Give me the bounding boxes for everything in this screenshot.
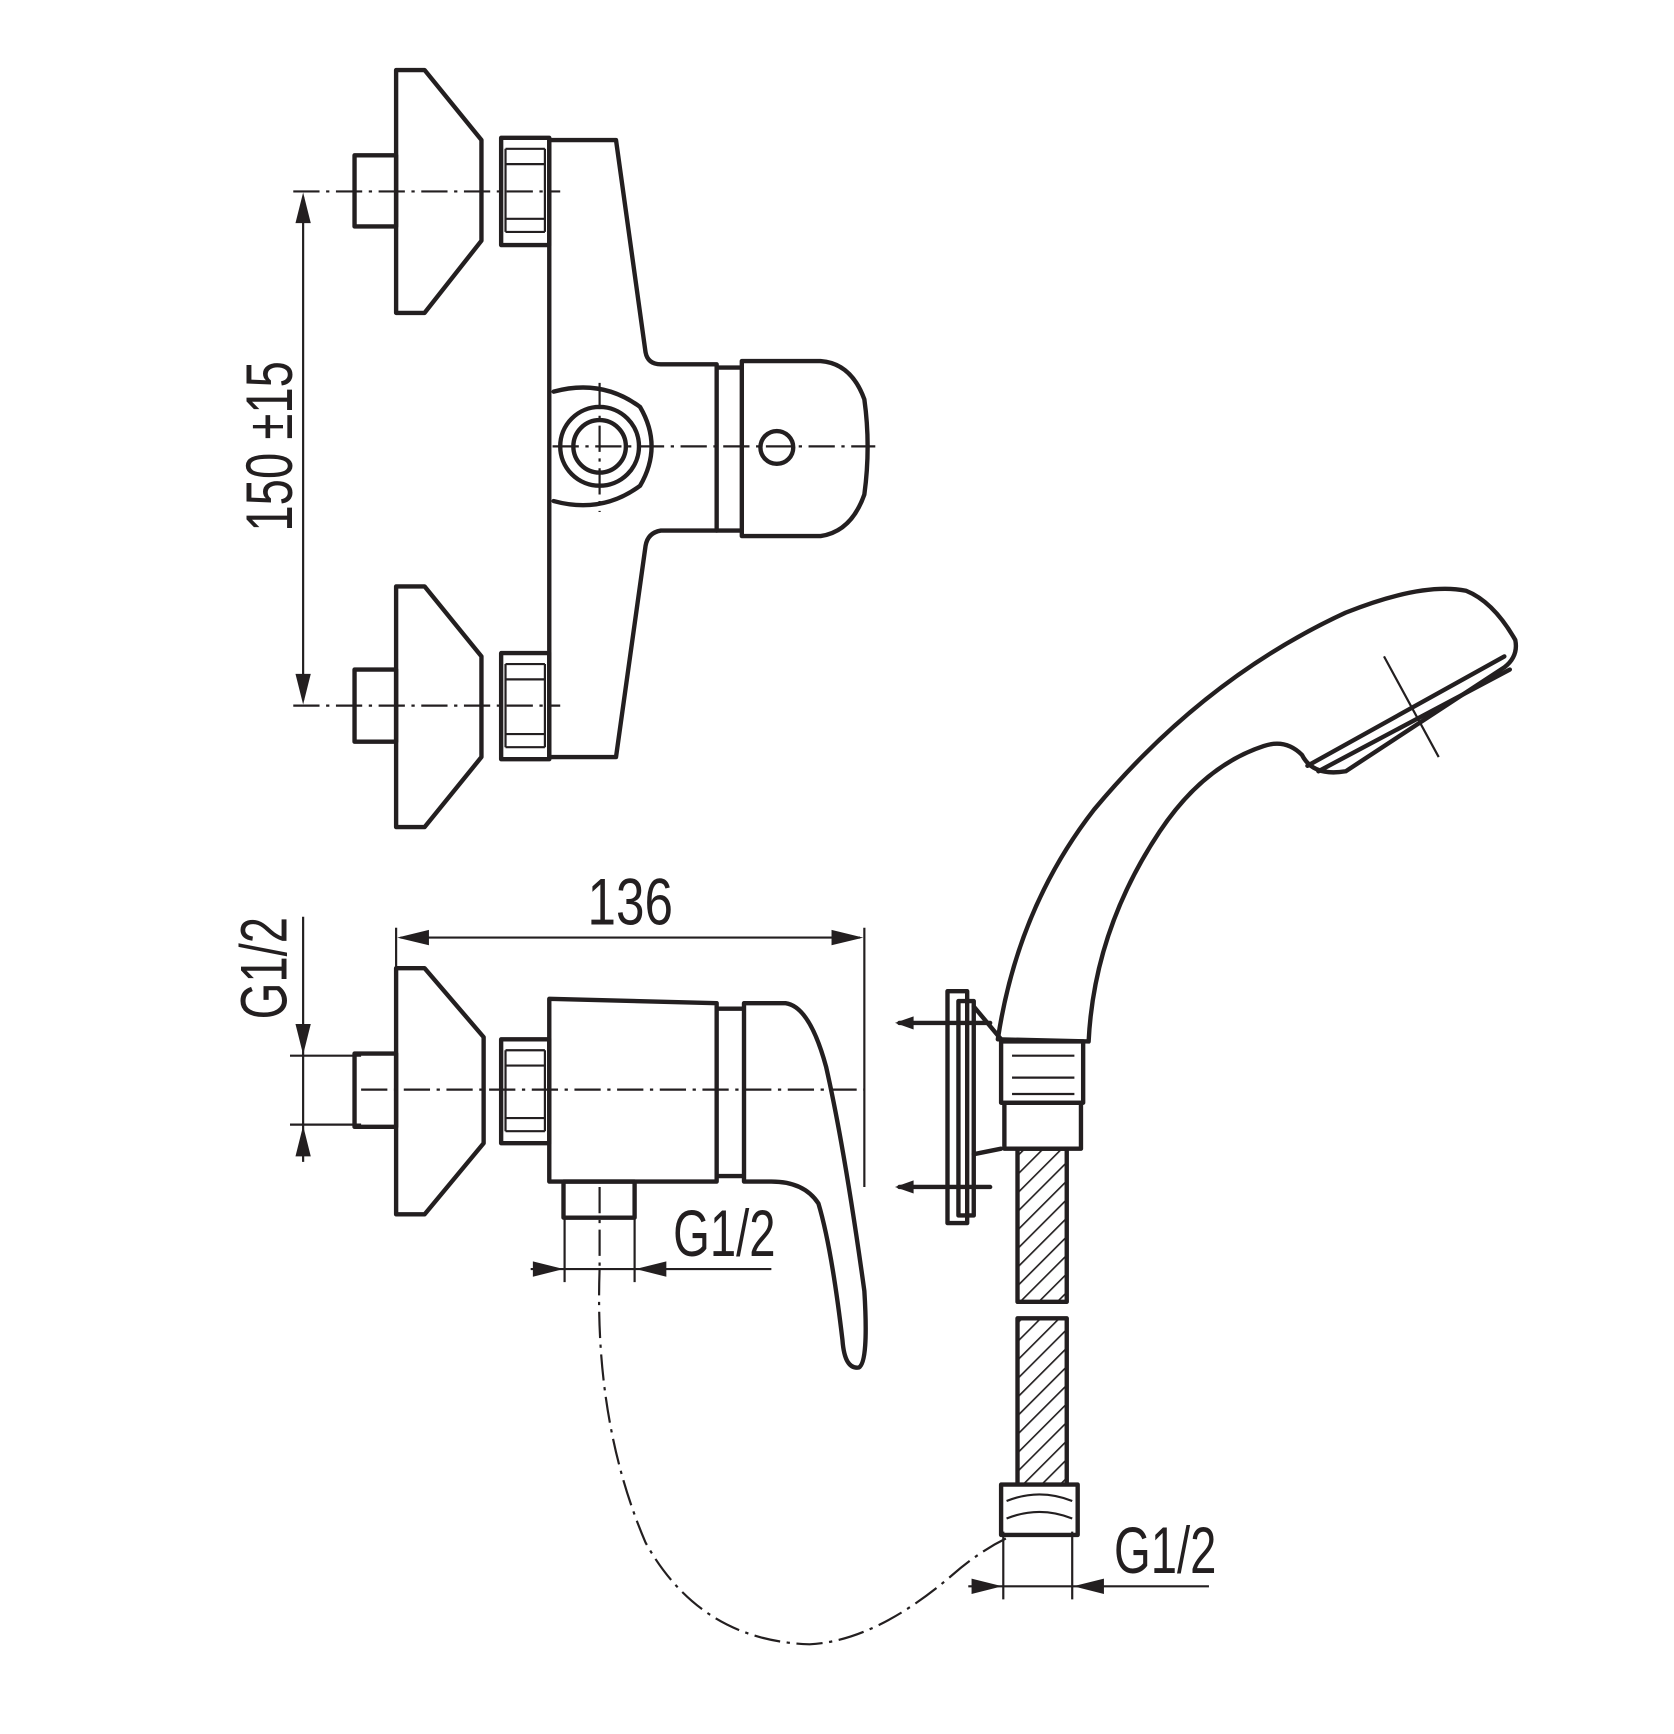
hand-shower — [995, 586, 1519, 1044]
inlet-spacing-label: 150 ±15 — [234, 361, 307, 531]
hose-route — [598, 1269, 1040, 1646]
inlet-thread-dimension: G1/2 — [228, 916, 362, 1162]
upper-flange — [393, 67, 484, 316]
depth-dimension: 136 — [395, 866, 866, 1187]
depth-label: 136 — [588, 866, 673, 938]
side-flange — [393, 966, 486, 1217]
shower-hose — [998, 1146, 1080, 1538]
wall-bracket — [894, 988, 1004, 1226]
side-lever — [714, 1001, 868, 1370]
outlet-thread-dimension: G1/2 — [530, 1197, 776, 1283]
hose-connector — [998, 1039, 1086, 1151]
lever-pin — [758, 428, 796, 467]
side-outlet — [561, 1179, 637, 1220]
outlet-thread-label: G1/2 — [673, 1197, 775, 1270]
front-view: 150 ±15 — [234, 67, 876, 830]
inlet-spacing-dimension: 150 ±15 — [234, 192, 311, 705]
hose-thread-dimension: G1/2 — [968, 1515, 1216, 1600]
inlet-thread-label: G1/2 — [228, 917, 301, 1019]
shower-head-face — [1305, 654, 1513, 774]
hose-thread-label: G1/2 — [1114, 1515, 1216, 1588]
lower-flange — [393, 584, 484, 830]
shower-set: G1/2 — [894, 586, 1519, 1600]
side-nut — [498, 1037, 552, 1146]
side-view: 136 G1/2 G1/2 — [228, 866, 1040, 1646]
side-body — [547, 996, 719, 1184]
